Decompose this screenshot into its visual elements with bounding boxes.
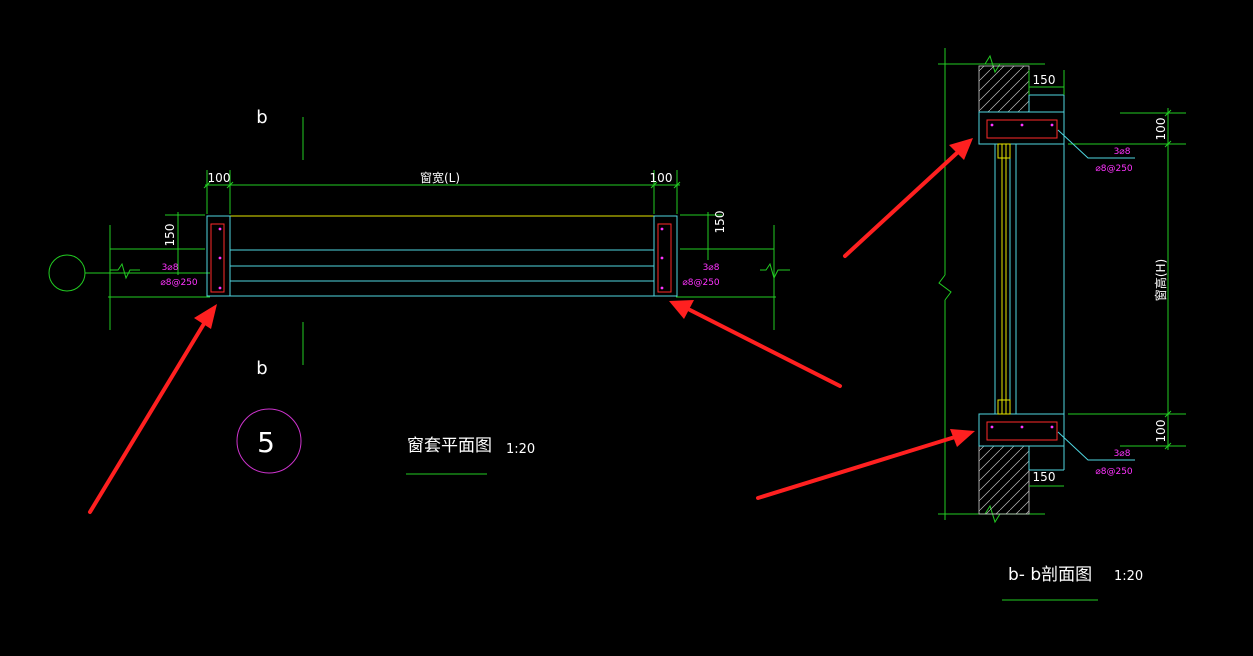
wall-hatch-bottom [978,445,1030,515]
section-title: b- b剖面图 [1008,565,1092,585]
arrow-to-bottom-sill [756,429,975,500]
rebar-main-top: 3⌀8 [1114,147,1131,157]
rebar-stirrup-top: ⌀8@250 [1095,164,1133,174]
plan-scale: 1:20 [506,442,535,457]
rebar-stirrup-right: ⌀8@250 [682,278,720,288]
window-frame-section [978,94,1065,471]
plan-title: 窗套平面图 [407,436,492,456]
rebar-stirrup-bottom: ⌀8@250 [1095,467,1133,477]
section-mark-bottom: b [256,358,267,379]
dim-section-top-100: 100 [1154,118,1168,141]
detail-bubble [236,408,302,474]
annotation-arrows [88,138,975,514]
detail-number: 5 [257,426,275,459]
dim-window-width: 窗宽(L) [420,170,460,185]
plan-view: b b 100 窗宽(L) 100 150 150 [48,107,790,475]
dim-window-height: 窗高(H) [1153,259,1168,301]
dim-section-top-150: 150 [1033,73,1056,87]
dim-depth-right: 150 [713,211,727,234]
rebar-main-right: 3⌀8 [703,263,720,273]
dim-left-100: 100 [208,171,231,185]
arrow-to-top-lintel [843,138,973,258]
rebar-stirrup-left: ⌀8@250 [160,278,198,288]
dim-section-bottom-100: 100 [1154,420,1168,443]
dim-depth-left: 150 [163,224,177,247]
arrow-to-right-jamb [669,300,842,388]
dim-section-bottom-150: 150 [1033,470,1056,484]
window-frame-plan [206,215,678,297]
section-mark-top: b [256,107,267,128]
axis-circle [48,254,86,292]
arrow-to-left-jamb [88,304,217,514]
section-scale: 1:20 [1114,569,1143,584]
dim-right-100: 100 [650,171,673,185]
wall-hatch-top [978,65,1030,113]
plan-dim-chain [203,170,681,214]
rebar-main-left: 3⌀8 [162,263,179,273]
section-view: 150 150 100 窗高(H) 100 3⌀8 ⌀8@250 3⌀8 ⌀8@… [938,48,1186,601]
rebar-main-bottom: 3⌀8 [1114,449,1131,459]
